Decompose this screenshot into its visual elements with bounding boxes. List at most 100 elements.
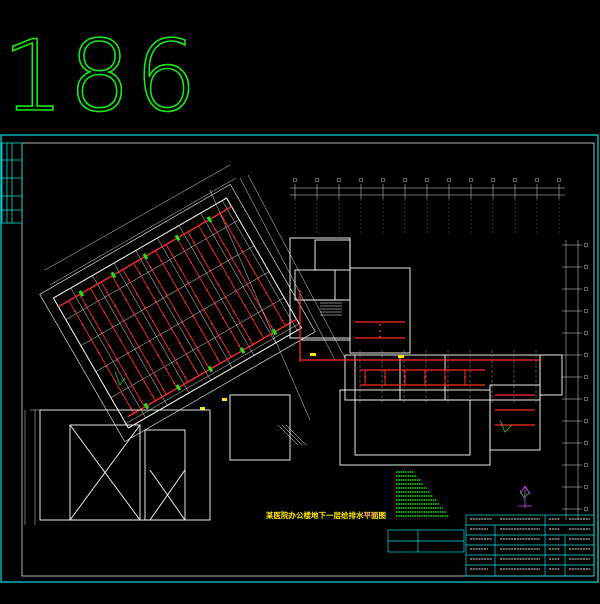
- outer-frame: [0, 134, 599, 583]
- sprinkler-head-icon: [154, 300, 157, 303]
- sprinkler-head-icon: [130, 333, 133, 335]
- sprinkler-head-icon: [154, 374, 157, 377]
- sprinkler-head-icon: [122, 319, 125, 321]
- sprinkler-head-icon: [140, 400, 143, 403]
- sprinkler-head-icon: [208, 269, 211, 271]
- sprinkler-head-icon: [111, 325, 114, 328]
- grid-line: [110, 297, 285, 398]
- sprinkler-head-icon: [124, 373, 127, 376]
- sprinkler-head-icon: [238, 344, 240, 347]
- sprinkler-head-icon: [117, 285, 119, 287]
- sprinkler-head-icon: [128, 278, 130, 281]
- sprinkler-head-icon: [173, 382, 175, 384]
- axis-bubble-icon: [556, 177, 562, 183]
- rotated-wing-outline: [52, 197, 303, 429]
- sprinkler-head-icon: [205, 363, 208, 366]
- sprinkler-head-icon: [203, 235, 206, 237]
- axis-grid-top: [290, 187, 565, 196]
- sprinkler-head-icon: [149, 266, 152, 269]
- sprinkler-head-icon: [182, 247, 184, 250]
- axis-bubble-icon: [490, 177, 496, 183]
- plan-scale: 1:100: [361, 512, 376, 518]
- valve-marker: [78, 290, 85, 297]
- sprinkler-head-icon: [200, 255, 203, 258]
- title-block-text-lines: [470, 518, 590, 570]
- sprinkler-head-icon: [240, 324, 243, 327]
- valve-marker: [110, 271, 117, 279]
- rotated-wing: [39, 183, 316, 443]
- branch-pipe: [165, 244, 232, 358]
- axis-bubble-icon: [583, 506, 589, 512]
- sprinkler-head-icon: [214, 228, 217, 231]
- axis-bubble-icon: [583, 286, 589, 292]
- sprinkler-head-icon: [211, 249, 214, 251]
- sprinkler-head-icon: [141, 326, 143, 329]
- sprinkler-head-icon: [208, 343, 211, 346]
- sprinkler-head-icon: [257, 278, 260, 280]
- sprinkler-head-icon: [135, 366, 138, 369]
- title-block: [465, 514, 595, 577]
- sprinkler-head-icon: [73, 310, 76, 312]
- sprinkler-head-icon: [187, 281, 190, 284]
- sprinkler-head-icon: [379, 336, 381, 338]
- sprinkler-head-icon: [246, 284, 249, 287]
- sprinkler-head-icon: [241, 250, 244, 253]
- axis-bubble-icon: [583, 374, 589, 380]
- sprinkler-head-icon: [113, 379, 116, 382]
- sprinkler-head-icon: [270, 325, 273, 328]
- sprinkler-head-icon: [233, 236, 236, 239]
- axis-bubble-icon: [292, 177, 298, 183]
- sprinkler-head-icon: [119, 339, 122, 342]
- sprinkler-head-icon: [179, 267, 182, 270]
- right-wing-pipes: [299, 290, 540, 426]
- sprinkler-head-icon: [106, 291, 109, 294]
- sprinkler-head-icon: [222, 316, 224, 319]
- sprinkler-head-icon: [146, 360, 149, 363]
- branch-pipe: [155, 250, 221, 364]
- sprinkler-head-icon: [379, 324, 381, 326]
- sprinkler-head-icon: [227, 350, 230, 353]
- axis-bubble-icon: [512, 177, 518, 183]
- sprinkler-head-icon: [230, 330, 232, 333]
- branch-pipe: [187, 231, 254, 345]
- valve-marker: [142, 253, 149, 260]
- sprinkler-head-icon: [103, 311, 106, 314]
- sprinkler-head-icon: [165, 368, 167, 371]
- axis-bubble-icon: [583, 440, 589, 446]
- valve-marker: [206, 216, 213, 223]
- axis-bubble-icon: [583, 352, 589, 358]
- sprinkler-head-icon: [97, 351, 100, 354]
- sprinkler-head-icon: [265, 291, 268, 294]
- valve-marker: [175, 384, 182, 391]
- approval-stamp-box: [387, 529, 465, 553]
- axis-bubble-icon: [534, 177, 540, 183]
- axis-bubble-icon: [358, 177, 364, 183]
- axis-bubble-icon: [583, 396, 589, 402]
- sprinkler-head-icon: [230, 256, 233, 259]
- lower-left-axis: [24, 409, 210, 525]
- stair-block: [277, 299, 342, 446]
- sprinkler-head-icon: [138, 272, 141, 275]
- sprinkler-head-icon: [216, 357, 219, 359]
- rotated-wing-outer-wall: [39, 183, 316, 443]
- sprinkler-head-icon: [138, 346, 141, 349]
- axis-ticks-top: [292, 177, 562, 235]
- sprinkler-head-icon: [160, 334, 162, 337]
- valve-marker: [143, 402, 150, 410]
- main-pipe: [127, 318, 297, 418]
- sprinkler-head-icon: [114, 305, 117, 308]
- sprinkler-head-icon: [125, 299, 127, 301]
- right-wing-structural-grid: [359, 350, 537, 405]
- inner-frame: [21, 142, 595, 577]
- axis-bubble-icon: [402, 177, 408, 183]
- sprinkler-head-icon: [219, 337, 222, 339]
- sprinkler-head-icon: [190, 261, 192, 264]
- sprinkler-head-icon: [203, 309, 206, 312]
- sprinkler-head-icon: [404, 376, 406, 378]
- sprinkler-head-icon: [251, 318, 254, 321]
- sprinkler-head-icon: [176, 287, 179, 290]
- axis-bubble-icon: [468, 177, 474, 183]
- grid-line: [125, 323, 300, 424]
- branch-pipe: [176, 237, 243, 352]
